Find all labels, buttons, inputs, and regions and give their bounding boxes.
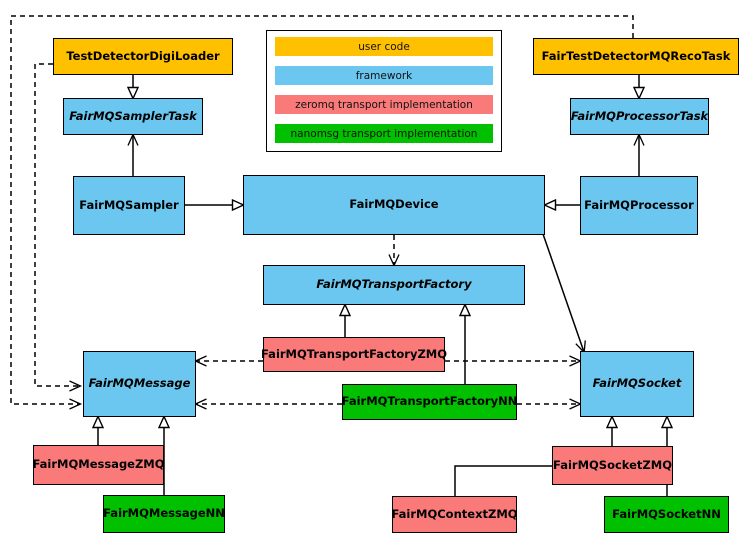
class-node-fairmqdevice[interactable]: FairMQDevice: [243, 175, 545, 235]
edge-digiloader-to-message: [34, 63, 83, 392]
legend-item-nanomsg: nanomsg transport implementation: [275, 124, 493, 143]
class-node-fairmqsocketnn[interactable]: FairMQSocketNN: [604, 496, 729, 533]
class-node-fairmqsocket[interactable]: FairMQSocket: [580, 351, 694, 417]
class-node-fairmqtransportfactory[interactable]: FairMQTransportFactory: [263, 265, 525, 305]
class-label: FairMQSocket: [592, 376, 682, 391]
legend-label-user-code: user code: [358, 40, 410, 53]
legend-item-framework: framework: [275, 66, 493, 85]
class-label: FairMQSamplerTask: [69, 108, 197, 123]
class-label: FairMQMessageZMQ: [32, 457, 165, 472]
class-label: TestDetectorDigiLoader: [66, 48, 220, 63]
class-node-fairmqprocessortask[interactable]: FairMQProcessorTask: [570, 98, 709, 135]
class-label: FairTestDetectorMQRecoTask: [541, 48, 731, 63]
class-node-fairmqtransportfactoryzmq[interactable]: FairMQTransportFactoryZMQ: [261, 337, 448, 372]
class-node-fairtestdetectormqrecotask[interactable]: FairTestDetectorMQRecoTask: [533, 38, 739, 75]
class-label: FairMQMessage: [88, 376, 191, 391]
edge-recotask-to-message: [10, 15, 634, 410]
class-node-fairmqcontextzmq[interactable]: FairMQContextZMQ: [391, 496, 518, 533]
class-label: FairMQMessageNN: [103, 506, 225, 521]
legend-label-nanomsg: nanomsg transport implementation: [290, 127, 478, 140]
class-node-fairmqmessagenn[interactable]: FairMQMessageNN: [103, 495, 225, 533]
class-node-fairmqsocketzmq[interactable]: FairMQSocketZMQ: [552, 446, 673, 485]
class-node-fairmqsampler[interactable]: FairMQSampler: [73, 176, 185, 235]
class-label: FairMQSocketNN: [612, 506, 721, 521]
class-label: FairMQProcessorTask: [570, 108, 709, 123]
legend-label-framework: framework: [355, 69, 413, 82]
class-node-fairmqmessagezmq[interactable]: FairMQMessageZMQ: [32, 445, 165, 485]
class-label: FairMQSocketZMQ: [553, 457, 672, 472]
class-node-fairmqprocessor[interactable]: FairMQProcessor: [580, 176, 698, 235]
class-label: FairMQTransportFactory: [316, 277, 472, 292]
class-node-testdetectordigiloader[interactable]: TestDetectorDigiLoader: [53, 38, 233, 75]
class-label: FairMQTransportFactoryZMQ: [261, 346, 448, 361]
legend-item-user-code: user code: [275, 37, 493, 56]
class-node-fairmqmessage[interactable]: FairMQMessage: [83, 351, 196, 417]
legend-label-zeromq: zeromq transport implementation: [295, 98, 473, 111]
class-node-fairmqsamplertask[interactable]: FairMQSamplerTask: [63, 98, 203, 135]
edge-device-to-socket: [542, 233, 586, 354]
class-label: FairMQTransportFactoryNN: [341, 394, 518, 409]
class-label: FairMQProcessor: [584, 197, 694, 212]
class-node-fairmqtransportfactorynn[interactable]: FairMQTransportFactoryNN: [342, 384, 517, 420]
edge-contextzmq-to-socketzmq: [454, 460, 567, 496]
class-label: FairMQSampler: [79, 197, 179, 212]
class-label: FairMQContextZMQ: [391, 506, 518, 521]
legend-item-zeromq: zeromq transport implementation: [275, 95, 493, 114]
class-label: FairMQDevice: [349, 197, 439, 212]
